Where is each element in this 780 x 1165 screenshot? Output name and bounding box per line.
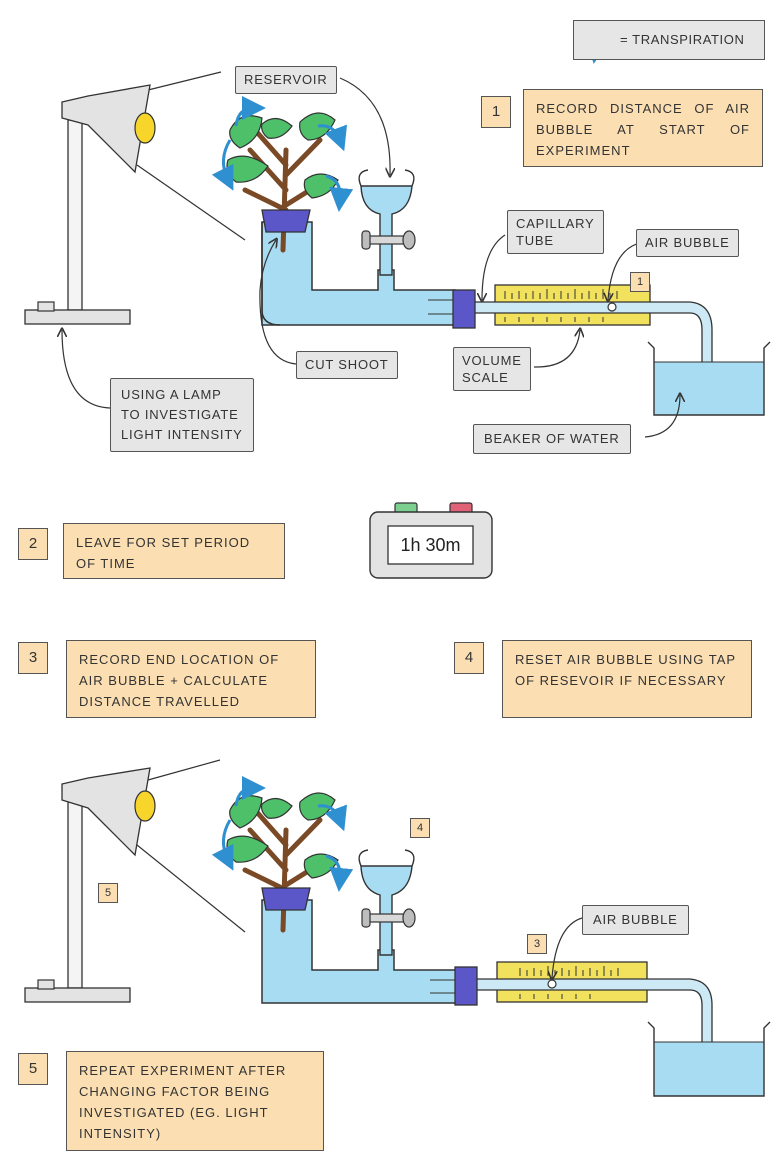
step-5-box: REPEAT EXPERIMENT AFTER CHANGING FACTOR … xyxy=(66,1051,324,1151)
marker-4: 4 xyxy=(410,818,430,838)
step-1-number: 1 xyxy=(481,96,511,128)
marker-1: 1 xyxy=(630,272,650,292)
label-cut-shoot: CUT SHOOT xyxy=(296,351,398,379)
potometer-tube-bottom xyxy=(261,899,461,1004)
label-reservoir: RESERVOIR xyxy=(235,66,337,94)
step-2-box: LEAVE FOR SET PERIOD OF TIME xyxy=(63,523,285,579)
label-capillary-tube: CAPILLARY TUBE xyxy=(507,210,604,254)
reservoir-bottom xyxy=(358,849,416,956)
label-beaker: BEAKER OF WATER xyxy=(473,424,631,454)
label-cut-shoot-text: CUT SHOOT xyxy=(305,357,389,372)
plant-bottom xyxy=(211,776,354,933)
label-volume-line1: VOLUME xyxy=(462,353,522,368)
label-lamp-line1: USING A LAMP xyxy=(121,387,222,402)
step-5-number: 5 xyxy=(18,1053,48,1085)
timer-display: 1h 30m xyxy=(400,535,461,555)
step-1-box: RECORD DISTANCE OF AIR BUBBLE AT START O… xyxy=(523,89,763,167)
lamp-top xyxy=(24,71,246,325)
marker-5: 5 xyxy=(98,883,118,903)
label-reservoir-text: RESERVOIR xyxy=(244,72,328,87)
step-2-number: 2 xyxy=(18,528,48,560)
legend-box: = TRANSPIRATION xyxy=(573,20,765,60)
potometer-tube-top xyxy=(261,221,456,326)
capillary-tube-bottom xyxy=(454,961,713,1059)
label-volume-scale: VOLUME SCALE xyxy=(453,347,531,391)
reservoir-top xyxy=(358,169,416,276)
connector-air-bubble-bottom xyxy=(552,917,583,978)
label-lamp: USING A LAMP TO INVESTIGATE LIGHT INTENS… xyxy=(110,378,254,452)
connector-lines-top xyxy=(62,77,680,438)
lamp-bottom xyxy=(24,759,246,1003)
step-4-number: 4 xyxy=(454,642,484,674)
label-lamp-line3: LIGHT INTENSITY xyxy=(121,427,243,442)
label-air-bubble-top-text: AIR BUBBLE xyxy=(645,235,730,250)
step-4-box: RESET AIR BUBBLE USING TAP OF RESEVOIR I… xyxy=(502,640,752,718)
label-capillary-line2: TUBE xyxy=(516,233,554,248)
label-air-bubble-bottom: AIR BUBBLE xyxy=(582,905,689,935)
legend-label: = TRANSPIRATION xyxy=(620,32,745,47)
step-3-box: RECORD END LOCATION OF AIR BUBBLE + CALC… xyxy=(66,640,316,718)
step-3-number: 3 xyxy=(18,642,48,674)
label-volume-line2: SCALE xyxy=(462,370,509,385)
label-beaker-text: BEAKER OF WATER xyxy=(484,431,620,446)
beaker-bottom xyxy=(647,1021,771,1097)
label-lamp-line2: TO INVESTIGATE xyxy=(121,407,239,422)
label-capillary-line1: CAPILLARY xyxy=(516,216,595,231)
marker-3: 3 xyxy=(527,934,547,954)
capillary-tube-top xyxy=(452,284,713,379)
plant-top xyxy=(211,96,354,253)
timer xyxy=(369,502,493,579)
label-air-bubble-top: AIR BUBBLE xyxy=(636,229,739,257)
label-air-bubble-bottom-text: AIR BUBBLE xyxy=(593,912,678,927)
